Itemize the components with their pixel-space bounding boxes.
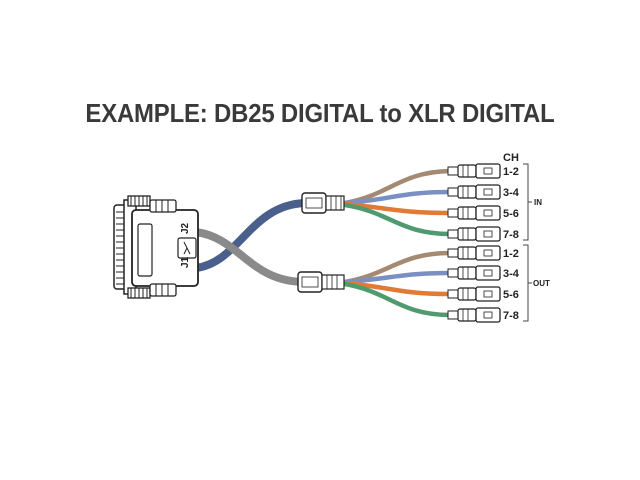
diagram-title: EXAMPLE: DB25 DIGITAL to XLR DIGITAL xyxy=(85,98,555,128)
j1-trunk-cable xyxy=(192,199,309,272)
channel-label: 1-2 xyxy=(503,166,519,178)
xlr-connector xyxy=(447,163,501,179)
xlr-connector xyxy=(447,245,501,261)
xlr-connector xyxy=(447,307,501,323)
out-breakout-leads xyxy=(342,250,453,318)
j2-trunk-cable xyxy=(192,228,309,286)
channel-label: 3-4 xyxy=(503,268,520,280)
xlr-connector xyxy=(447,265,501,281)
channel-label: 7-8 xyxy=(503,229,519,241)
channel-header: CH xyxy=(503,152,519,164)
xlr-connector xyxy=(447,184,501,200)
in-bracket xyxy=(523,163,532,241)
channel-label: 5-6 xyxy=(503,208,519,220)
channel-label: 5-6 xyxy=(503,289,519,301)
out-group-label: OUT xyxy=(533,279,550,288)
xlr-connector xyxy=(447,205,501,221)
j1-label: J1 xyxy=(180,256,191,268)
j2-label: J2 xyxy=(180,222,191,234)
channel-label: 7-8 xyxy=(503,310,519,322)
out-bracket xyxy=(523,244,532,322)
channel-labels: 1-2 3-4 5-6 7-8 1-2 3-4 5-6 7-8 xyxy=(503,166,520,322)
xlr-connector xyxy=(447,286,501,302)
db25-connector xyxy=(113,195,199,299)
xlr-connectors xyxy=(447,163,501,323)
in-group-label: IN xyxy=(534,198,542,207)
channel-label: 1-2 xyxy=(503,248,519,260)
channel-label: 3-4 xyxy=(503,187,520,199)
xlr-connector xyxy=(447,226,501,242)
in-breakout-leads xyxy=(342,168,453,237)
out-splitter-boot xyxy=(297,271,345,293)
in-splitter-boot xyxy=(301,192,345,214)
